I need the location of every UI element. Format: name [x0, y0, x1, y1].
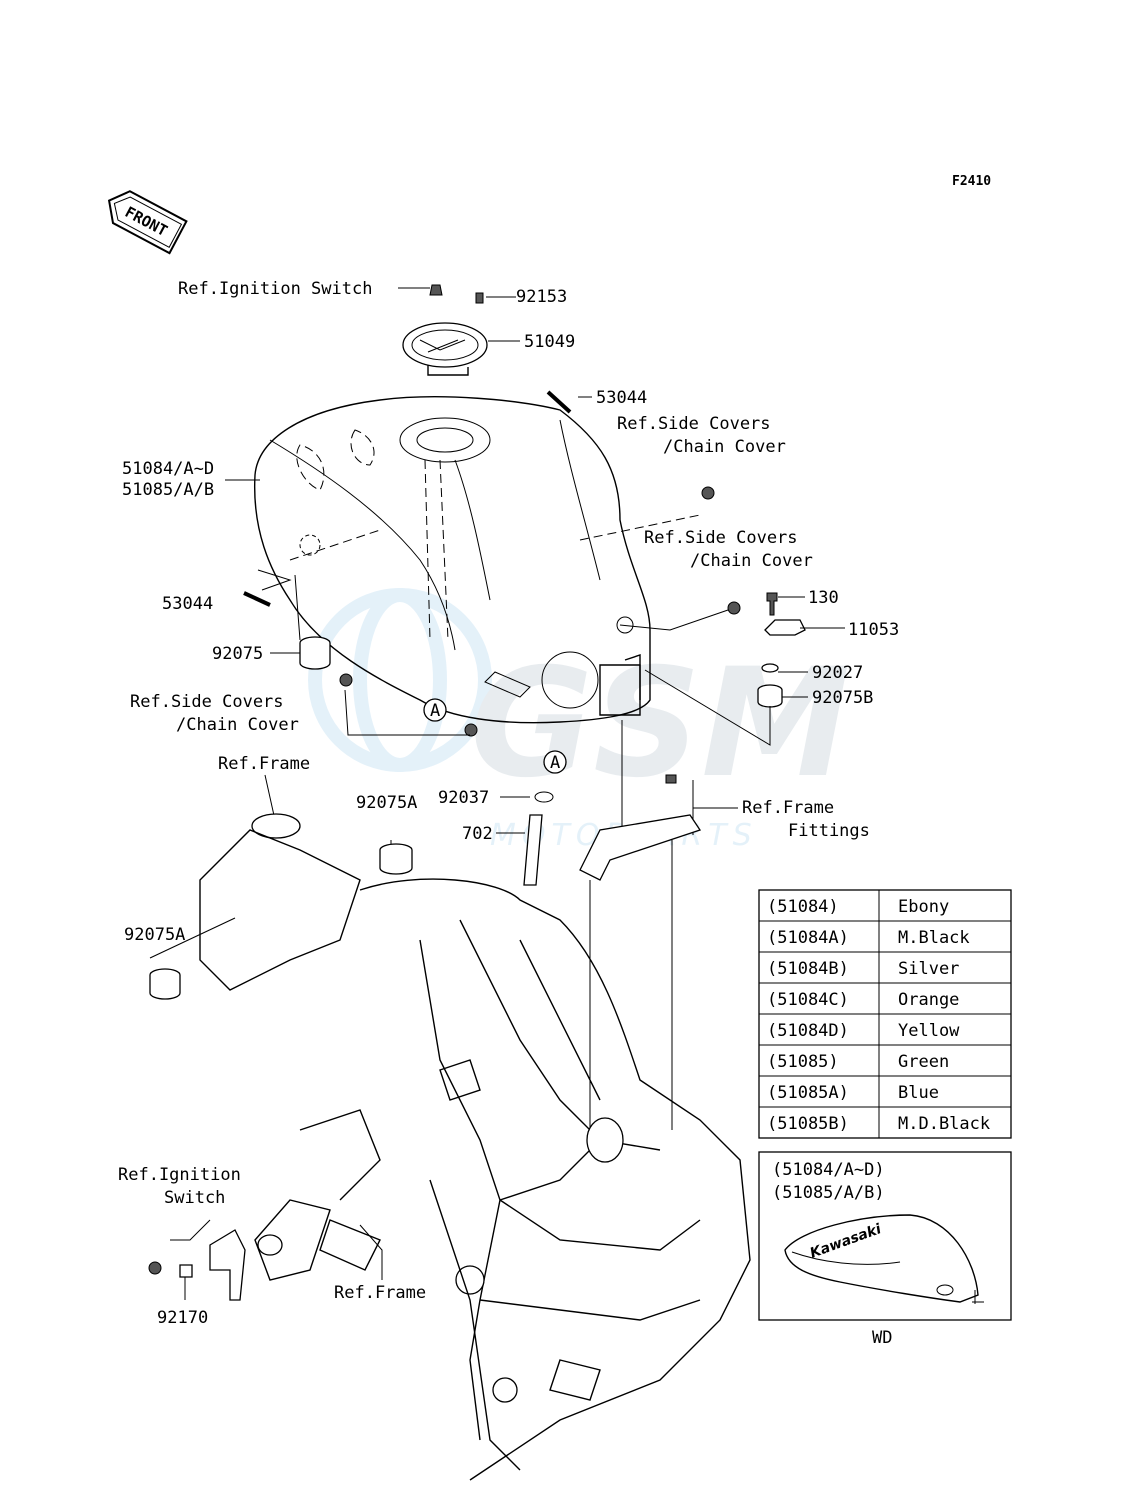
washer-92027	[761, 663, 779, 673]
watermark-main: GSM	[470, 637, 850, 811]
table-row-color: Blue	[898, 1083, 939, 1103]
figure-code: F2410	[952, 174, 991, 189]
table-row-code: (51085A)	[767, 1083, 849, 1103]
table-row-code: (51084)	[767, 897, 839, 917]
table-row-code: (51085)	[767, 1052, 839, 1072]
label-ref-side-covers-1a: Ref.Side Covers	[617, 414, 771, 434]
front-arrow-icon: FRONT	[107, 190, 188, 255]
label-ref-ignition-switch-bottom-a: Ref.Ignition	[118, 1165, 241, 1185]
label-ref-side-covers-3b: /Chain Cover	[176, 715, 299, 735]
bracket-11053	[764, 619, 806, 636]
table-row-code: (51084A)	[767, 928, 849, 948]
table-row-code: (51084B)	[767, 959, 849, 979]
label-92170: 92170	[157, 1308, 208, 1328]
label-702: 702	[462, 824, 493, 844]
pin-53044-left	[243, 591, 271, 607]
inset-decal: (51084/A~D) (51085/A/B) Kawasaki WD	[758, 1151, 1012, 1348]
clamp-92037	[534, 791, 554, 803]
fuel-tank	[253, 396, 701, 724]
label-92075A-top: 92075A	[356, 793, 417, 813]
table-row-code: (51084C)	[767, 990, 849, 1010]
collar-1	[701, 486, 715, 500]
label-92037: 92037	[438, 788, 489, 808]
inset-line2: (51085/A/B)	[772, 1183, 885, 1203]
label-53044-top: 53044	[596, 388, 647, 408]
label-92075: 92075	[212, 644, 263, 664]
label-130: 130	[808, 588, 839, 608]
table-row-color: M.Black	[898, 928, 970, 948]
label-92153: 92153	[516, 287, 567, 307]
label-tank-line2: 51085/A/B	[122, 480, 214, 500]
label-ref-side-covers-2a: Ref.Side Covers	[644, 528, 798, 548]
frame-fitting-bracket	[579, 814, 702, 881]
callout-labels: Ref.Ignition Switch 92153 51049 53044 Re…	[118, 279, 899, 1328]
callout-a-tank: A	[423, 698, 447, 722]
color-table: (51084) Ebony (51084A) M.Black (51084B) …	[758, 889, 1012, 1139]
bolt-130	[766, 592, 778, 616]
label-92075A-left: 92075A	[124, 925, 185, 945]
collar-2	[727, 601, 741, 615]
collar-3	[339, 673, 353, 687]
leader-lines	[149, 287, 845, 1300]
table-row-color: Orange	[898, 990, 959, 1010]
label-tank-line1: 51084/A~D	[122, 459, 214, 479]
fuel-cap-assembly	[402, 284, 488, 376]
collar-4	[464, 723, 478, 737]
table-row-color: Green	[898, 1052, 949, 1072]
label-ref-frame-fittings-b: Fittings	[788, 821, 870, 841]
label-51049: 51049	[524, 332, 575, 352]
table-row-color: Yellow	[898, 1021, 960, 1041]
table-row-color: Ebony	[898, 897, 949, 917]
damper-92075A-top	[379, 843, 413, 875]
pin-53044-top	[546, 390, 572, 414]
label-ref-frame-top: Ref.Frame	[218, 754, 310, 774]
inset-line1: (51084/A~D)	[772, 1160, 885, 1180]
label-ref-ignition-switch-bottom-b: Switch	[164, 1188, 225, 1208]
motorcycle-frame	[199, 813, 751, 1481]
svg-text:A: A	[430, 701, 440, 721]
label-ref-ignition-switch-top: Ref.Ignition Switch	[178, 279, 372, 299]
svg-text:A: A	[550, 753, 560, 773]
label-11053: 11053	[848, 620, 899, 640]
damper-92075	[299, 636, 331, 670]
label-92027: 92027	[812, 663, 863, 683]
callout-a-hose: A	[543, 750, 567, 774]
hose-702	[523, 814, 543, 886]
table-row-code: (51084D)	[767, 1021, 849, 1041]
watermark: GSM MOTORPARTS	[308, 588, 850, 853]
label-ref-side-covers-3a: Ref.Side Covers	[130, 692, 284, 712]
label-ref-side-covers-2b: /Chain Cover	[690, 551, 813, 571]
damper-92075B	[757, 684, 783, 708]
table-row-color: M.D.Black	[898, 1114, 990, 1134]
label-92075B: 92075B	[812, 688, 873, 708]
label-ref-side-covers-1b: /Chain Cover	[663, 437, 786, 457]
damper-92075A-left	[149, 968, 181, 1000]
inset-caption: WD	[872, 1328, 892, 1348]
label-ref-frame-bottom: Ref.Frame	[334, 1283, 426, 1303]
ignition-switch-bottom	[148, 1229, 246, 1301]
table-row-color: Silver	[898, 959, 959, 979]
label-53044-left: 53044	[162, 594, 213, 614]
table-row-code: (51085B)	[767, 1114, 849, 1134]
label-ref-frame-fittings-a: Ref.Frame	[742, 798, 834, 818]
